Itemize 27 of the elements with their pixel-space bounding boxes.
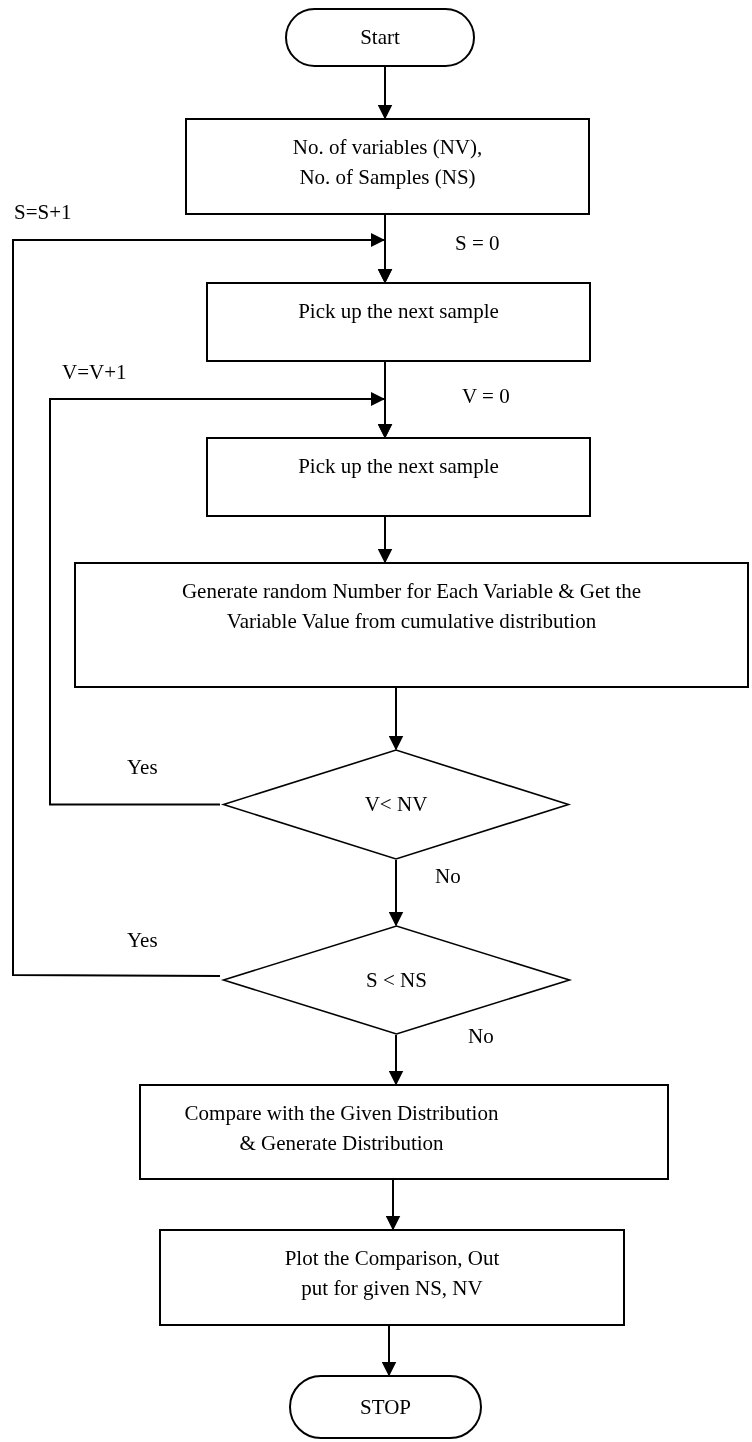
- decision-diamond: [220, 749, 572, 860]
- node-text: Generate random Number for Each Variable & Get the Variable Value from cumulative distribution: [180, 578, 643, 636]
- arrow: [388, 859, 404, 927]
- arrow: [12, 233, 393, 977]
- arrow: [385, 1179, 401, 1231]
- process-box: [74, 562, 749, 688]
- arrow: [381, 1325, 397, 1377]
- node-text: V< NV: [364, 791, 428, 819]
- node-text: Pick up the next sample: [298, 298, 499, 325]
- node-text: Plot the Comparison, Out put for given NS, NV: [283, 1245, 501, 1303]
- node-text: Start: [360, 24, 400, 52]
- arrow: [388, 687, 404, 751]
- stop-terminal: [289, 1375, 482, 1439]
- process-box: [206, 437, 591, 517]
- arrow: [49, 392, 393, 806]
- process-box: [206, 282, 591, 362]
- process-box: [159, 1229, 625, 1326]
- arrow: [377, 516, 393, 564]
- node-text: STOP: [360, 1393, 411, 1421]
- arrow: [377, 66, 393, 120]
- process-box: [139, 1084, 669, 1180]
- node-text: Compare with the Given Distribution & Generate Distribution: [183, 1100, 500, 1158]
- node-text: No. of variables (NV), No. of Samples (NS): [291, 134, 484, 192]
- process-box: [185, 118, 590, 215]
- arrow: [388, 1034, 404, 1086]
- node-text: S < NS: [366, 966, 427, 994]
- node-text: Pick up the next sample: [298, 453, 499, 480]
